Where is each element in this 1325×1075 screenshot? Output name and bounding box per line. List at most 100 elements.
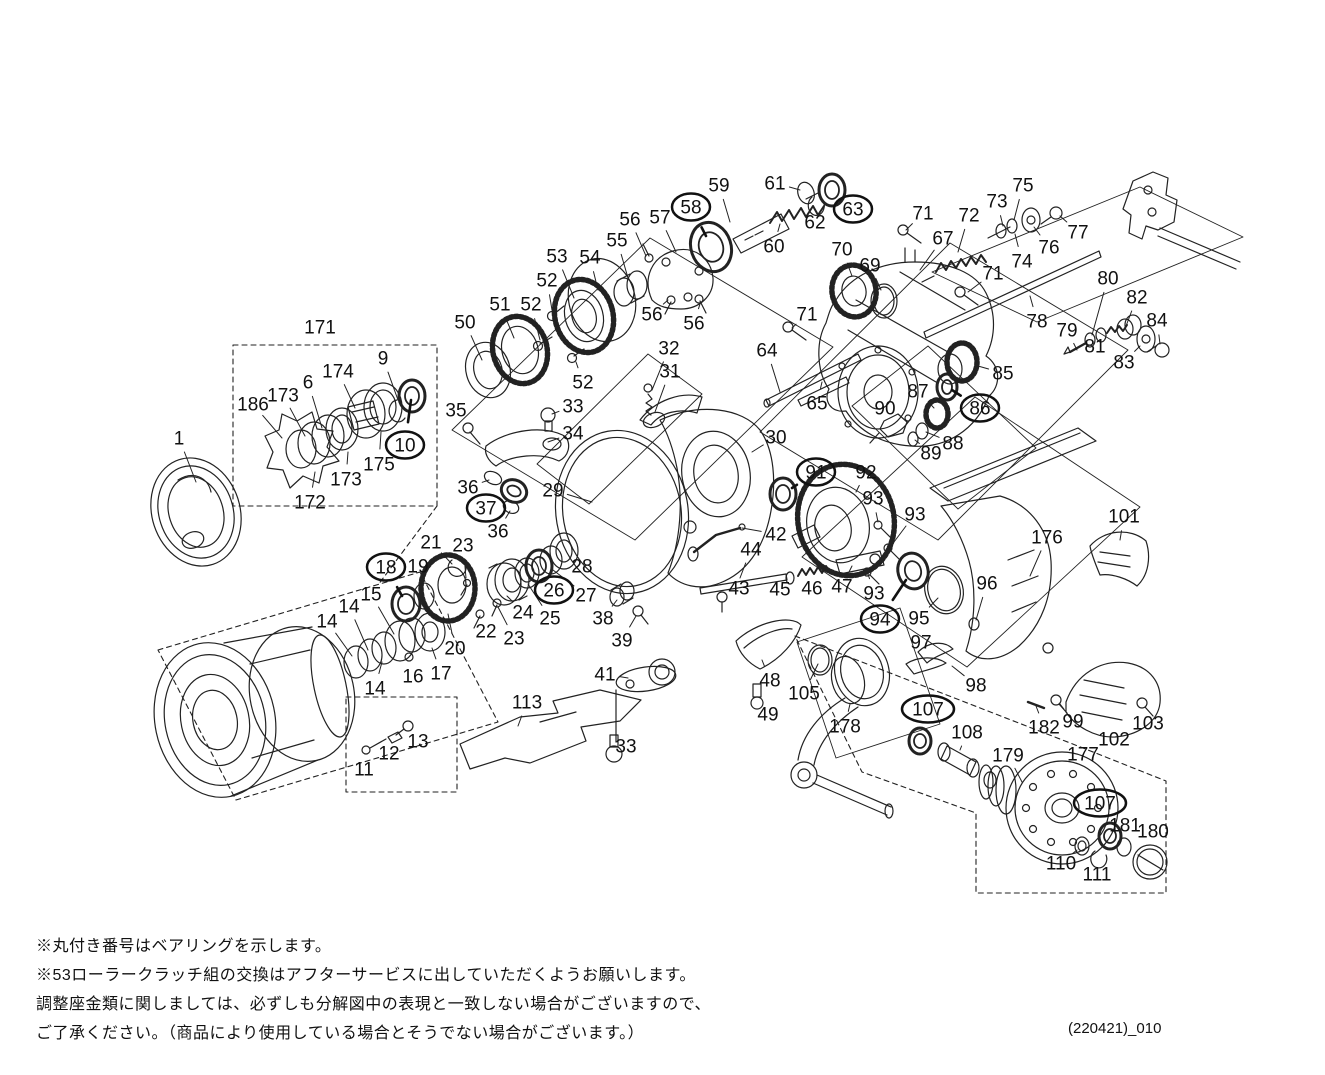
leader-line [440, 552, 453, 565]
part-label-103: 103 [1132, 714, 1164, 735]
footnotes: ※丸付き番号はベアリングを示します。 ※53ローラークラッチ組の交換はアフターサ… [36, 932, 711, 1048]
leader-line [875, 278, 882, 291]
part-label-79: 79 [1056, 321, 1077, 342]
part-label-173: 173 [330, 470, 362, 491]
part-label-61: 61 [764, 174, 785, 195]
part-guide-shafts [763, 353, 862, 408]
part-label-98: 98 [965, 676, 986, 697]
leader-line [788, 186, 801, 191]
part-label-44: 44 [740, 540, 762, 561]
leader-line [346, 451, 349, 465]
leader-line [547, 437, 560, 443]
part-label-81: 81 [1084, 337, 1105, 358]
part-worm-shaft [921, 206, 1063, 283]
part-label-34: 34 [562, 424, 584, 445]
part-label-172: 172 [294, 493, 326, 514]
part-clip-screws [361, 720, 414, 755]
leader-line [751, 444, 764, 453]
leader-line [959, 745, 963, 751]
leader-line [551, 410, 560, 415]
leader-line [379, 431, 382, 450]
part-drag-knob [150, 457, 242, 567]
part-spool-washers [343, 612, 446, 679]
part-body-screws [782, 224, 979, 341]
part-label-89: 89 [920, 444, 941, 465]
part-label-85: 85 [992, 364, 1013, 385]
leader-line [914, 439, 920, 444]
leader-line [967, 281, 982, 293]
leader-line [810, 663, 819, 680]
part-label-93: 93 [862, 489, 883, 510]
part-label-49: 49 [757, 705, 778, 726]
leader-line [1072, 849, 1078, 854]
part-label-64: 64 [756, 341, 778, 362]
part-label-90: 90 [874, 399, 895, 420]
part-label-86: 86 [969, 399, 990, 420]
part-label-173: 173 [267, 386, 299, 407]
part-label-177: 177 [1067, 745, 1099, 766]
part-clutch-levers [905, 642, 954, 675]
leader-line [312, 471, 316, 488]
part-label-45: 45 [769, 580, 790, 601]
part-label-35: 35 [445, 401, 466, 422]
leader-line [791, 323, 797, 329]
bearing-circle [859, 604, 901, 634]
leader-line [549, 294, 553, 311]
leader-line [951, 665, 965, 677]
part-drive-gear [791, 461, 898, 579]
bearing-10 [397, 378, 427, 414]
part-label-16: 16 [402, 667, 423, 688]
leader-line [562, 269, 575, 299]
part-label-62: 62 [804, 213, 825, 234]
leader-line [593, 271, 599, 291]
bearing-circle [795, 457, 837, 487]
part-label-48: 48 [759, 671, 780, 692]
note-line-1: ※丸付き番号はベアリングを示します。 [36, 938, 332, 955]
part-label-42: 42 [765, 525, 786, 546]
part-label-77: 77 [1067, 223, 1088, 244]
note-line-2: ※53ローラークラッチ組の交換はアフターサービスに出していただくようお願いします… [36, 967, 696, 984]
leader-line [700, 226, 708, 238]
leader-line [1073, 342, 1078, 351]
leader-line [1125, 310, 1133, 327]
part-label-13: 13 [407, 732, 428, 753]
part-label-31: 31 [659, 362, 680, 383]
part-label-74: 74 [1011, 252, 1033, 273]
part-label-52: 52 [536, 271, 557, 292]
leader-line [722, 198, 731, 223]
leader-line [406, 398, 413, 424]
part-label-25: 25 [539, 609, 560, 630]
part-label-41: 41 [594, 665, 615, 686]
note-line-4: ご了承ください。（商品により使用している場合とそうでない場合がございます。） [36, 1025, 645, 1042]
leader-line [790, 483, 799, 490]
part-label-46: 46 [801, 579, 822, 600]
leader-line [505, 317, 515, 339]
part-label-52: 52 [572, 373, 593, 394]
leader-line [855, 484, 860, 493]
part-label-52: 52 [520, 295, 541, 316]
leader-line [1091, 291, 1105, 336]
bearing-circle [1072, 788, 1128, 818]
part-label-84: 84 [1146, 311, 1168, 332]
part-label-58: 58 [680, 198, 701, 219]
part-label-96: 96 [976, 574, 997, 595]
part-label-80: 80 [1097, 269, 1118, 290]
part-label-94: 94 [869, 610, 891, 631]
part-label-28: 28 [571, 557, 592, 578]
part-label-22: 22 [475, 622, 496, 643]
part-label-33: 33 [562, 397, 583, 418]
leader-line [343, 384, 356, 409]
leader-line [662, 299, 669, 305]
part-label-18: 18 [375, 558, 396, 579]
leader-line [575, 361, 579, 369]
part-label-12: 12 [378, 744, 399, 765]
part-body-bearing-cap [829, 262, 898, 320]
leader-line [378, 661, 383, 674]
part-label-36: 36 [457, 478, 478, 499]
bearing-circle [384, 430, 426, 460]
part-label-19: 19 [407, 557, 428, 578]
leader-line [566, 493, 593, 503]
leader-line [354, 619, 369, 651]
part-label-55: 55 [606, 231, 627, 252]
